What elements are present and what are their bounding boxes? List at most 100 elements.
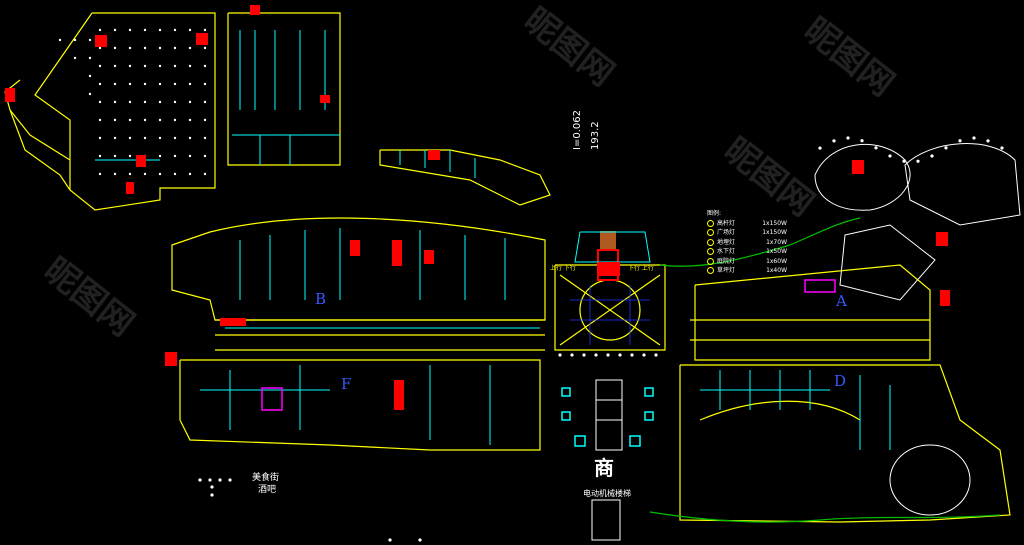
accent-magenta <box>261 279 836 411</box>
central-plaza <box>554 264 666 351</box>
column-dot <box>113 172 117 176</box>
street-light-dot <box>832 139 836 143</box>
zone-label-f: F <box>341 375 352 393</box>
street-lights <box>198 136 1004 542</box>
column-dot <box>113 28 117 32</box>
legend-name: 草坪灯 <box>717 267 736 274</box>
column-dot <box>203 28 207 32</box>
column-dot <box>203 82 207 86</box>
column-dot <box>173 28 177 32</box>
street-light-dot <box>218 478 222 482</box>
street-light-dot <box>630 353 634 357</box>
main-mall-left <box>171 217 546 451</box>
column-dot <box>173 136 177 140</box>
street-light-dot <box>944 146 948 150</box>
street-light-dot <box>654 353 658 357</box>
elevation-label-2: 193.2 <box>590 121 601 150</box>
legend-row: 草坪灯 1x40W <box>707 266 787 276</box>
stairs-red <box>5 5 950 410</box>
column-dot <box>203 64 207 68</box>
column-dot <box>203 100 207 104</box>
column-dot <box>73 56 77 60</box>
legend-row: 水下灯 1x50W <box>707 247 787 257</box>
column-dot <box>188 82 192 86</box>
street-light-dot <box>930 154 934 158</box>
column-dot <box>188 46 192 50</box>
column-dot <box>98 28 102 32</box>
column-dot <box>143 64 147 68</box>
street-light-dot <box>958 139 962 143</box>
column-dot <box>158 46 162 50</box>
street-light-dot <box>210 485 214 489</box>
legend-row: 广场灯 1x150W <box>707 228 787 238</box>
column-dot <box>173 118 177 122</box>
legend-spec: 1x70W <box>766 238 787 246</box>
column-dot <box>203 46 207 50</box>
column-dot <box>98 136 102 140</box>
column-dot <box>188 118 192 122</box>
street-light-dot <box>198 478 202 482</box>
street-light-dot <box>874 146 878 150</box>
column-dot <box>128 154 132 158</box>
street-light-dot <box>888 154 892 158</box>
column-dot <box>128 100 132 104</box>
street-light-dot <box>642 353 646 357</box>
column-dot <box>58 38 62 42</box>
street-light-dot <box>388 538 392 542</box>
column-dot <box>173 154 177 158</box>
main-mall-partitions <box>200 228 540 445</box>
column-dot <box>128 46 132 50</box>
column-dot <box>98 64 102 68</box>
column-dot <box>203 136 207 140</box>
column-dot <box>143 82 147 86</box>
top-left-columns <box>58 28 207 176</box>
column-dot <box>143 100 147 104</box>
street-light-dot <box>860 139 864 143</box>
column-dot <box>173 64 177 68</box>
street-light-dot <box>208 478 212 482</box>
column-dot <box>203 154 207 158</box>
column-dot <box>143 172 147 176</box>
column-dot <box>113 118 117 122</box>
top-left-grid <box>95 30 340 165</box>
column-dot <box>158 82 162 86</box>
column-dot <box>158 28 162 32</box>
legend-name: 水下灯 <box>717 248 736 255</box>
street-light-dot <box>916 159 920 163</box>
column-dot <box>158 172 162 176</box>
legend-spec: 1x40W <box>766 267 787 274</box>
food-street-label: 美食街 <box>252 473 280 483</box>
column-dot <box>73 38 77 42</box>
street-light-dot <box>972 136 976 140</box>
column-dot <box>143 118 147 122</box>
legend-symbol-icon <box>707 229 714 237</box>
column-dot <box>88 92 92 96</box>
landscape-edge <box>649 217 1001 523</box>
column-dot <box>98 172 102 176</box>
escalator-label: 电动机械楼梯 <box>583 489 631 498</box>
column-dot <box>158 64 162 68</box>
zone-label-d: D <box>834 372 847 390</box>
column-dot <box>128 172 132 176</box>
column-dot <box>188 28 192 32</box>
escalator-core <box>591 379 623 541</box>
legend-spec: 1x60W <box>766 257 787 265</box>
legend-name: 庭院灯 <box>717 257 736 265</box>
column-dot <box>143 46 147 50</box>
column-dot <box>88 56 92 60</box>
far-right-buildings <box>814 143 1021 516</box>
legend-spec: 1x150W <box>762 229 787 236</box>
column-dot <box>113 64 117 68</box>
legend-spec: 1x50W <box>766 248 787 255</box>
column-dot <box>98 46 102 50</box>
legend-symbol-icon <box>707 219 714 227</box>
street-light-dot <box>558 353 562 357</box>
top-left-building <box>4 12 341 211</box>
column-dot <box>188 154 192 158</box>
legend-name: 高杆灯 <box>717 219 736 227</box>
legend-name: 广场灯 <box>717 229 736 236</box>
street-light-dot <box>846 136 850 140</box>
fountain-squares <box>561 387 654 447</box>
column-dot <box>173 82 177 86</box>
